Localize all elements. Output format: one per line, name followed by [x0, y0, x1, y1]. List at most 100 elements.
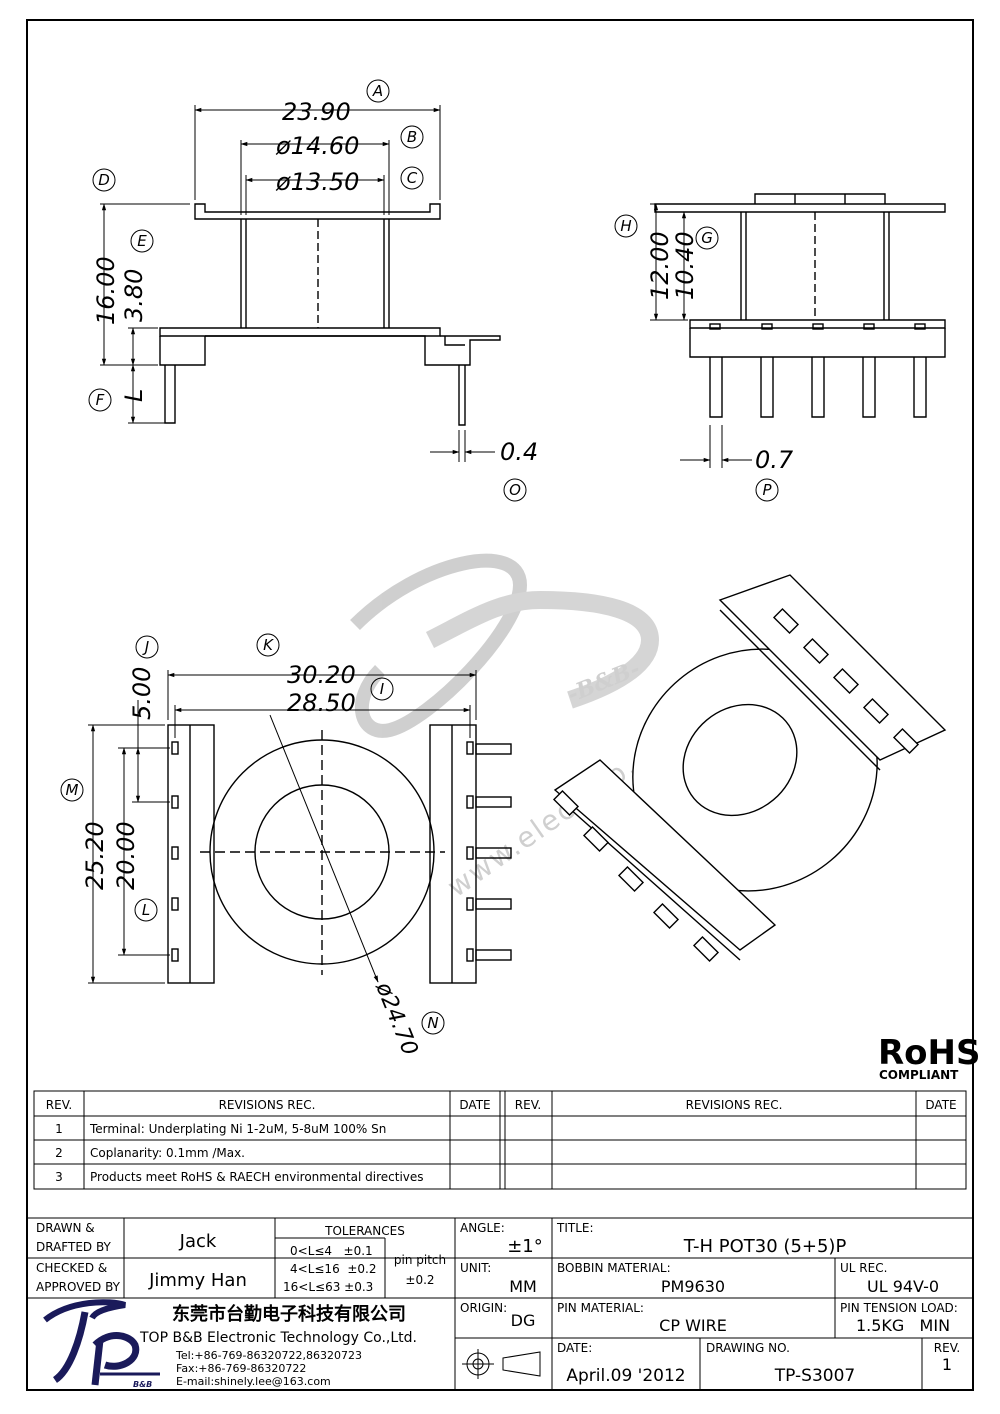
front-dims [100, 105, 495, 462]
rohs-logo: RoHS COMPLIANT [878, 1033, 980, 1082]
watermark-brand: -B&B- [564, 655, 644, 707]
rohs-text: RoHS [878, 1033, 980, 1073]
dim-3-8: 3.80 [120, 269, 148, 322]
drawn-value: Jack [179, 1231, 217, 1252]
rev-row-3-text: Products meet RoHS & RAECH environmental… [90, 1170, 424, 1184]
isometric-view [552, 574, 947, 963]
rev-header-5: REVISIONS REC. [686, 1098, 783, 1112]
title-block-text: DRAWN & DRAFTED BY Jack CHECKED & APPROV… [36, 1221, 960, 1388]
ul-value: UL 94V-0 [867, 1277, 939, 1296]
company-tel: Tel:+86-769-86320722,86320723 [175, 1349, 362, 1362]
svg-text:K: K [263, 636, 274, 654]
svg-text:C: C [407, 169, 418, 187]
tol-row-1: 0<L≤4 ±0.1 [290, 1244, 373, 1258]
callout-k: K [256, 633, 280, 657]
drawing-no-value: TP-S3007 [774, 1366, 855, 1386]
rev-value: 1 [942, 1355, 952, 1374]
svg-text:O: O [509, 481, 521, 499]
callouts: A B C D E F O H G P J K I M L N [60, 79, 779, 1035]
rev-header-3: DATE [459, 1098, 490, 1112]
side-dims [650, 203, 752, 468]
callout-e: E [130, 229, 154, 253]
tolerances-label: TOLERANCES [324, 1224, 405, 1238]
callout-l: L [134, 898, 158, 922]
origin-value: DG [511, 1311, 536, 1330]
callout-m: M [60, 778, 84, 802]
svg-text:G: G [701, 229, 713, 247]
company-name-cn: 东莞市台勤电子科技有限公司 [172, 1303, 406, 1325]
svg-text:P: P [762, 481, 772, 499]
ul-label: UL REC. [840, 1261, 887, 1275]
angle-label: ANGLE: [460, 1221, 505, 1235]
revisions-text: REV. REVISIONS REC. DATE REV. REVISIONS … [46, 1098, 957, 1184]
unit-value: MM [509, 1277, 537, 1296]
svg-text:H: H [620, 217, 631, 235]
rev-row-3-num: 3 [55, 1170, 63, 1184]
drawing-no-label: DRAWING NO. [706, 1341, 790, 1355]
svg-text:M: M [66, 781, 79, 799]
dim-a: 23.90 [282, 98, 351, 126]
svg-text:D: D [98, 171, 110, 189]
rev-row-2-text: Coplanarity: 0.1mm /Max. [90, 1146, 245, 1160]
pin-pitch-value: ±0.2 [405, 1273, 434, 1287]
pin-material-label: PIN MATERIAL: [557, 1301, 644, 1315]
rev-label: REV. [934, 1341, 960, 1355]
dim-10-4: 10.40 [671, 231, 699, 300]
callout-g: G [695, 226, 719, 250]
drawn-label-1: DRAWN & [36, 1221, 95, 1235]
rev-row-1-text: Terminal: Underplating Ni 1-2uM, 5-8uM 1… [89, 1122, 386, 1136]
company-email: E-mail:shinely.lee@163.com [176, 1375, 331, 1388]
bobbin-value: PM9630 [661, 1277, 725, 1296]
checked-value: Jimmy Han [148, 1270, 247, 1291]
tol-row-2: 4<L≤16 ±0.2 [290, 1262, 376, 1276]
callout-n: N [421, 1011, 445, 1035]
dim-b: ø14.60 [275, 132, 359, 160]
svg-text:J: J [142, 638, 149, 656]
company-name-en: TOP B&B Electronic Technology Co.,Ltd. [139, 1330, 417, 1346]
svg-text:A: A [372, 82, 383, 100]
side-view [654, 193, 946, 418]
rev-row-1-num: 1 [55, 1122, 63, 1136]
dim-12: 12.00 [646, 231, 674, 300]
logo-bb: B&B [133, 1380, 152, 1389]
rev-header-6: DATE [925, 1098, 956, 1112]
dim-p: 0.7 [755, 446, 794, 474]
dim-o: 0.4 [500, 438, 538, 466]
drawn-label-2: DRAFTED BY [36, 1240, 112, 1254]
front-dim-text: 23.90 ø14.60 ø13.50 16.00 3.80 L 0.4 [92, 98, 538, 466]
rohs-compliant: COMPLIANT [879, 1068, 959, 1082]
svg-text:N: N [427, 1014, 438, 1032]
callout-p: P [755, 478, 779, 502]
company-fax: Fax:+86-769-86320722 [176, 1362, 306, 1375]
rev-header-2: REVISIONS REC. [219, 1098, 316, 1112]
company-logo: B&B [43, 1299, 160, 1389]
checked-label-1: CHECKED & [36, 1261, 107, 1275]
callout-j: J [135, 635, 159, 659]
unit-label: UNIT: [460, 1261, 491, 1275]
rev-header-1: REV. [46, 1098, 72, 1112]
rev-row-2-num: 2 [55, 1146, 63, 1160]
revisions-table [33, 1090, 967, 1190]
tension-value: 1.5KG MIN [856, 1316, 950, 1335]
svg-text:B: B [407, 128, 417, 146]
origin-label: ORIGIN: [460, 1301, 507, 1315]
sheet-border [26, 19, 974, 1391]
title-value: T-H POT30 (5+5)P [683, 1236, 847, 1257]
dim-l: L [120, 389, 148, 402]
title-label: TITLE: [556, 1221, 594, 1235]
bottom-dims [88, 670, 477, 984]
pin-material-value: CP WIRE [659, 1316, 727, 1335]
svg-text:F: F [96, 391, 105, 409]
checked-label-2: APPROVED BY [36, 1280, 121, 1294]
tension-label: PIN TENSION LOAD: [840, 1301, 958, 1315]
svg-text:L: L [142, 901, 150, 919]
callout-f: F [88, 388, 112, 412]
callout-d: D [92, 168, 116, 192]
callout-a: A [366, 79, 390, 103]
angle-value: ±1° [507, 1236, 543, 1257]
callout-i: I [370, 677, 394, 701]
callout-c: C [400, 166, 424, 190]
callout-o: O [503, 478, 527, 502]
dim-c: ø13.50 [275, 168, 359, 196]
